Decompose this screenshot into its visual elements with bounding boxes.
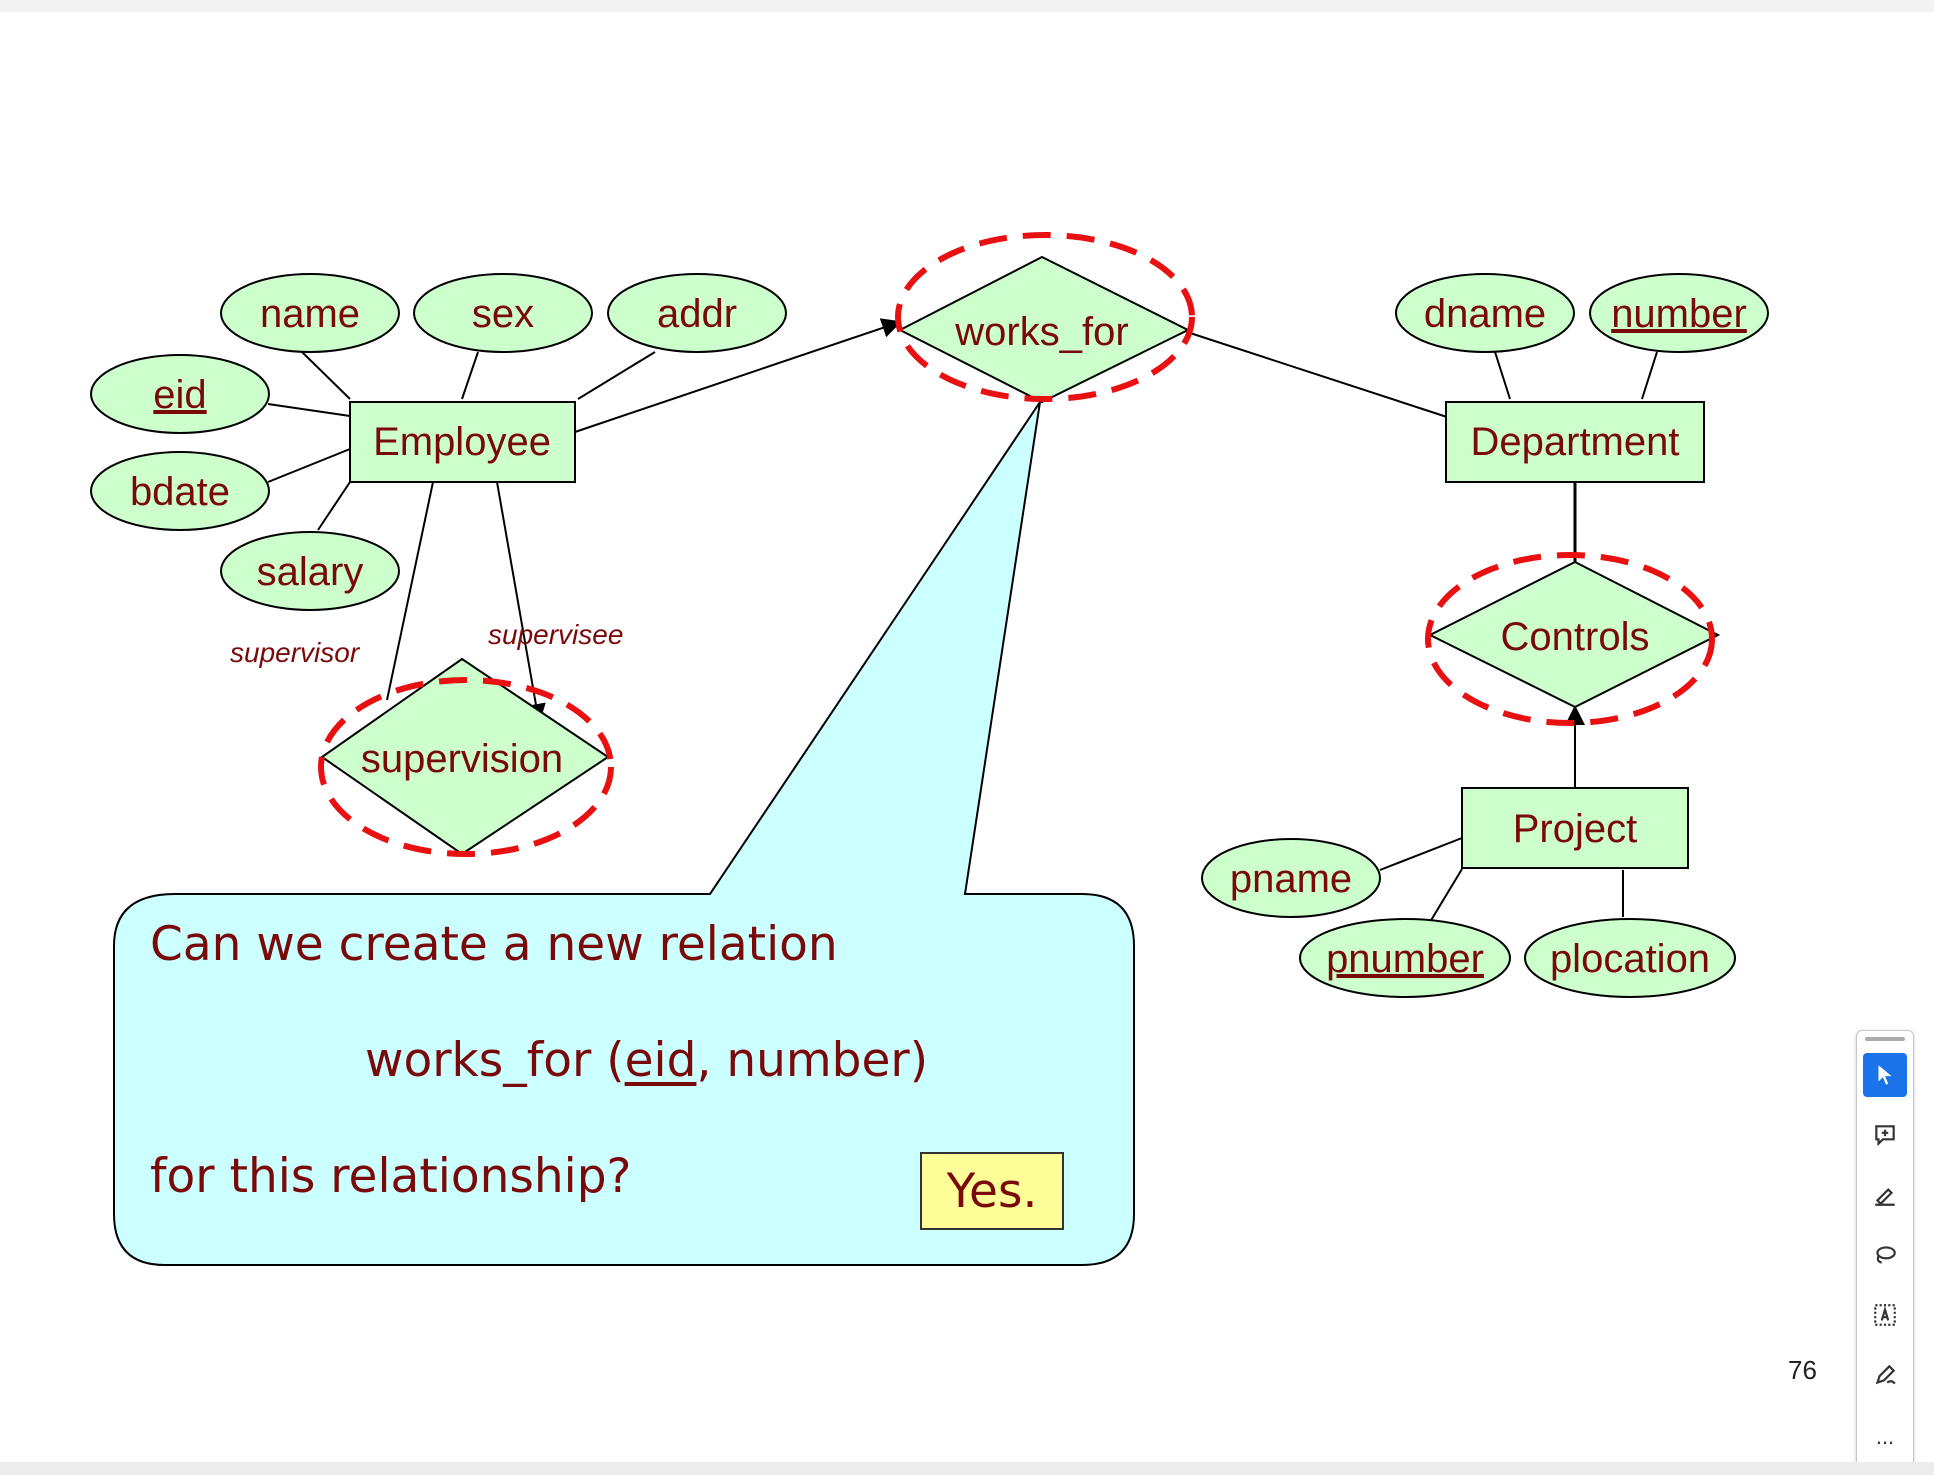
callout-relation-schema: works_for (eid, number): [365, 1033, 928, 1088]
answer-box: Yes.: [920, 1152, 1064, 1230]
add-comment-icon[interactable]: [1863, 1113, 1907, 1157]
attribute-eid-label: eid: [153, 373, 206, 417]
attribute-plocation: [1524, 918, 1736, 998]
page-number: 76: [1788, 1355, 1817, 1385]
entity-department: [1445, 401, 1705, 483]
attribute-dname: [1395, 273, 1575, 353]
relation-rest: , number): [696, 1033, 929, 1088]
attribute-eid: [90, 354, 270, 434]
annotation-toolbar: ...: [1856, 1030, 1914, 1470]
entity-employee: [349, 401, 576, 483]
attribute-bdate-label: bdate: [130, 470, 230, 514]
relationship-controls: [1427, 560, 1721, 709]
callout-question-end: for this relationship?: [150, 1149, 632, 1204]
slide-page: name sex addr eid bdate salary dname num…: [0, 12, 1934, 1470]
attribute-name: [220, 273, 400, 353]
entity-employee-label: Employee: [373, 420, 551, 464]
attribute-sex: [413, 273, 593, 353]
entity-department-label: Department: [1471, 420, 1680, 464]
attribute-pnumber: [1299, 918, 1511, 998]
attribute-pname-label: pname: [1230, 857, 1352, 901]
role-supervisor-label: supervisor: [230, 637, 361, 668]
attribute-salary: [220, 531, 400, 611]
attribute-plocation-label: plocation: [1550, 937, 1710, 981]
callout-question-line: Can we create a new relation: [150, 917, 838, 972]
er-diagram: name sex addr eid bdate salary dname num…: [90, 232, 1769, 1266]
attribute-pnumber-label: pnumber: [1326, 937, 1484, 981]
highlight-supervision: [318, 677, 614, 857]
attribute-salary-label: salary: [257, 550, 364, 594]
attribute-sex-label: sex: [472, 292, 534, 336]
draw-icon[interactable]: [1863, 1353, 1907, 1397]
relationship-controls-label: Controls: [1501, 615, 1650, 659]
attribute-number: [1589, 273, 1769, 353]
relation-key: eid: [624, 1033, 697, 1088]
highlight-controls: [1425, 552, 1715, 726]
relationship-works-for-label: works_for: [954, 310, 1128, 354]
lasso-icon[interactable]: [1863, 1233, 1907, 1277]
attribute-name-label: name: [260, 292, 360, 336]
connector-lines: [267, 318, 1658, 923]
attribute-bdate: [90, 451, 270, 531]
attribute-number-label: number: [1611, 292, 1747, 336]
more-icon[interactable]: ...: [1875, 1424, 1895, 1449]
role-supervisee-label: supervisee: [488, 619, 623, 650]
highlight-works-for: [895, 232, 1195, 402]
attribute-addr: [607, 273, 787, 353]
entity-project-label: Project: [1513, 807, 1638, 851]
relationship-supervision-label: supervision: [361, 737, 563, 781]
highlight-icon[interactable]: [1863, 1173, 1907, 1217]
relationship-works-for: [897, 255, 1191, 404]
text-box-icon[interactable]: [1863, 1293, 1907, 1337]
toolbar-grip[interactable]: [1865, 1037, 1905, 1041]
bottom-scroll-area: [0, 1462, 1934, 1475]
select-icon[interactable]: [1863, 1053, 1907, 1097]
entity-project: [1461, 787, 1689, 869]
attribute-pname: [1201, 838, 1381, 918]
attribute-dname-label: dname: [1424, 292, 1546, 336]
attribute-addr-label: addr: [657, 292, 737, 336]
relation-name: works_for (: [365, 1033, 625, 1088]
callout-bubble: [113, 401, 1135, 1266]
